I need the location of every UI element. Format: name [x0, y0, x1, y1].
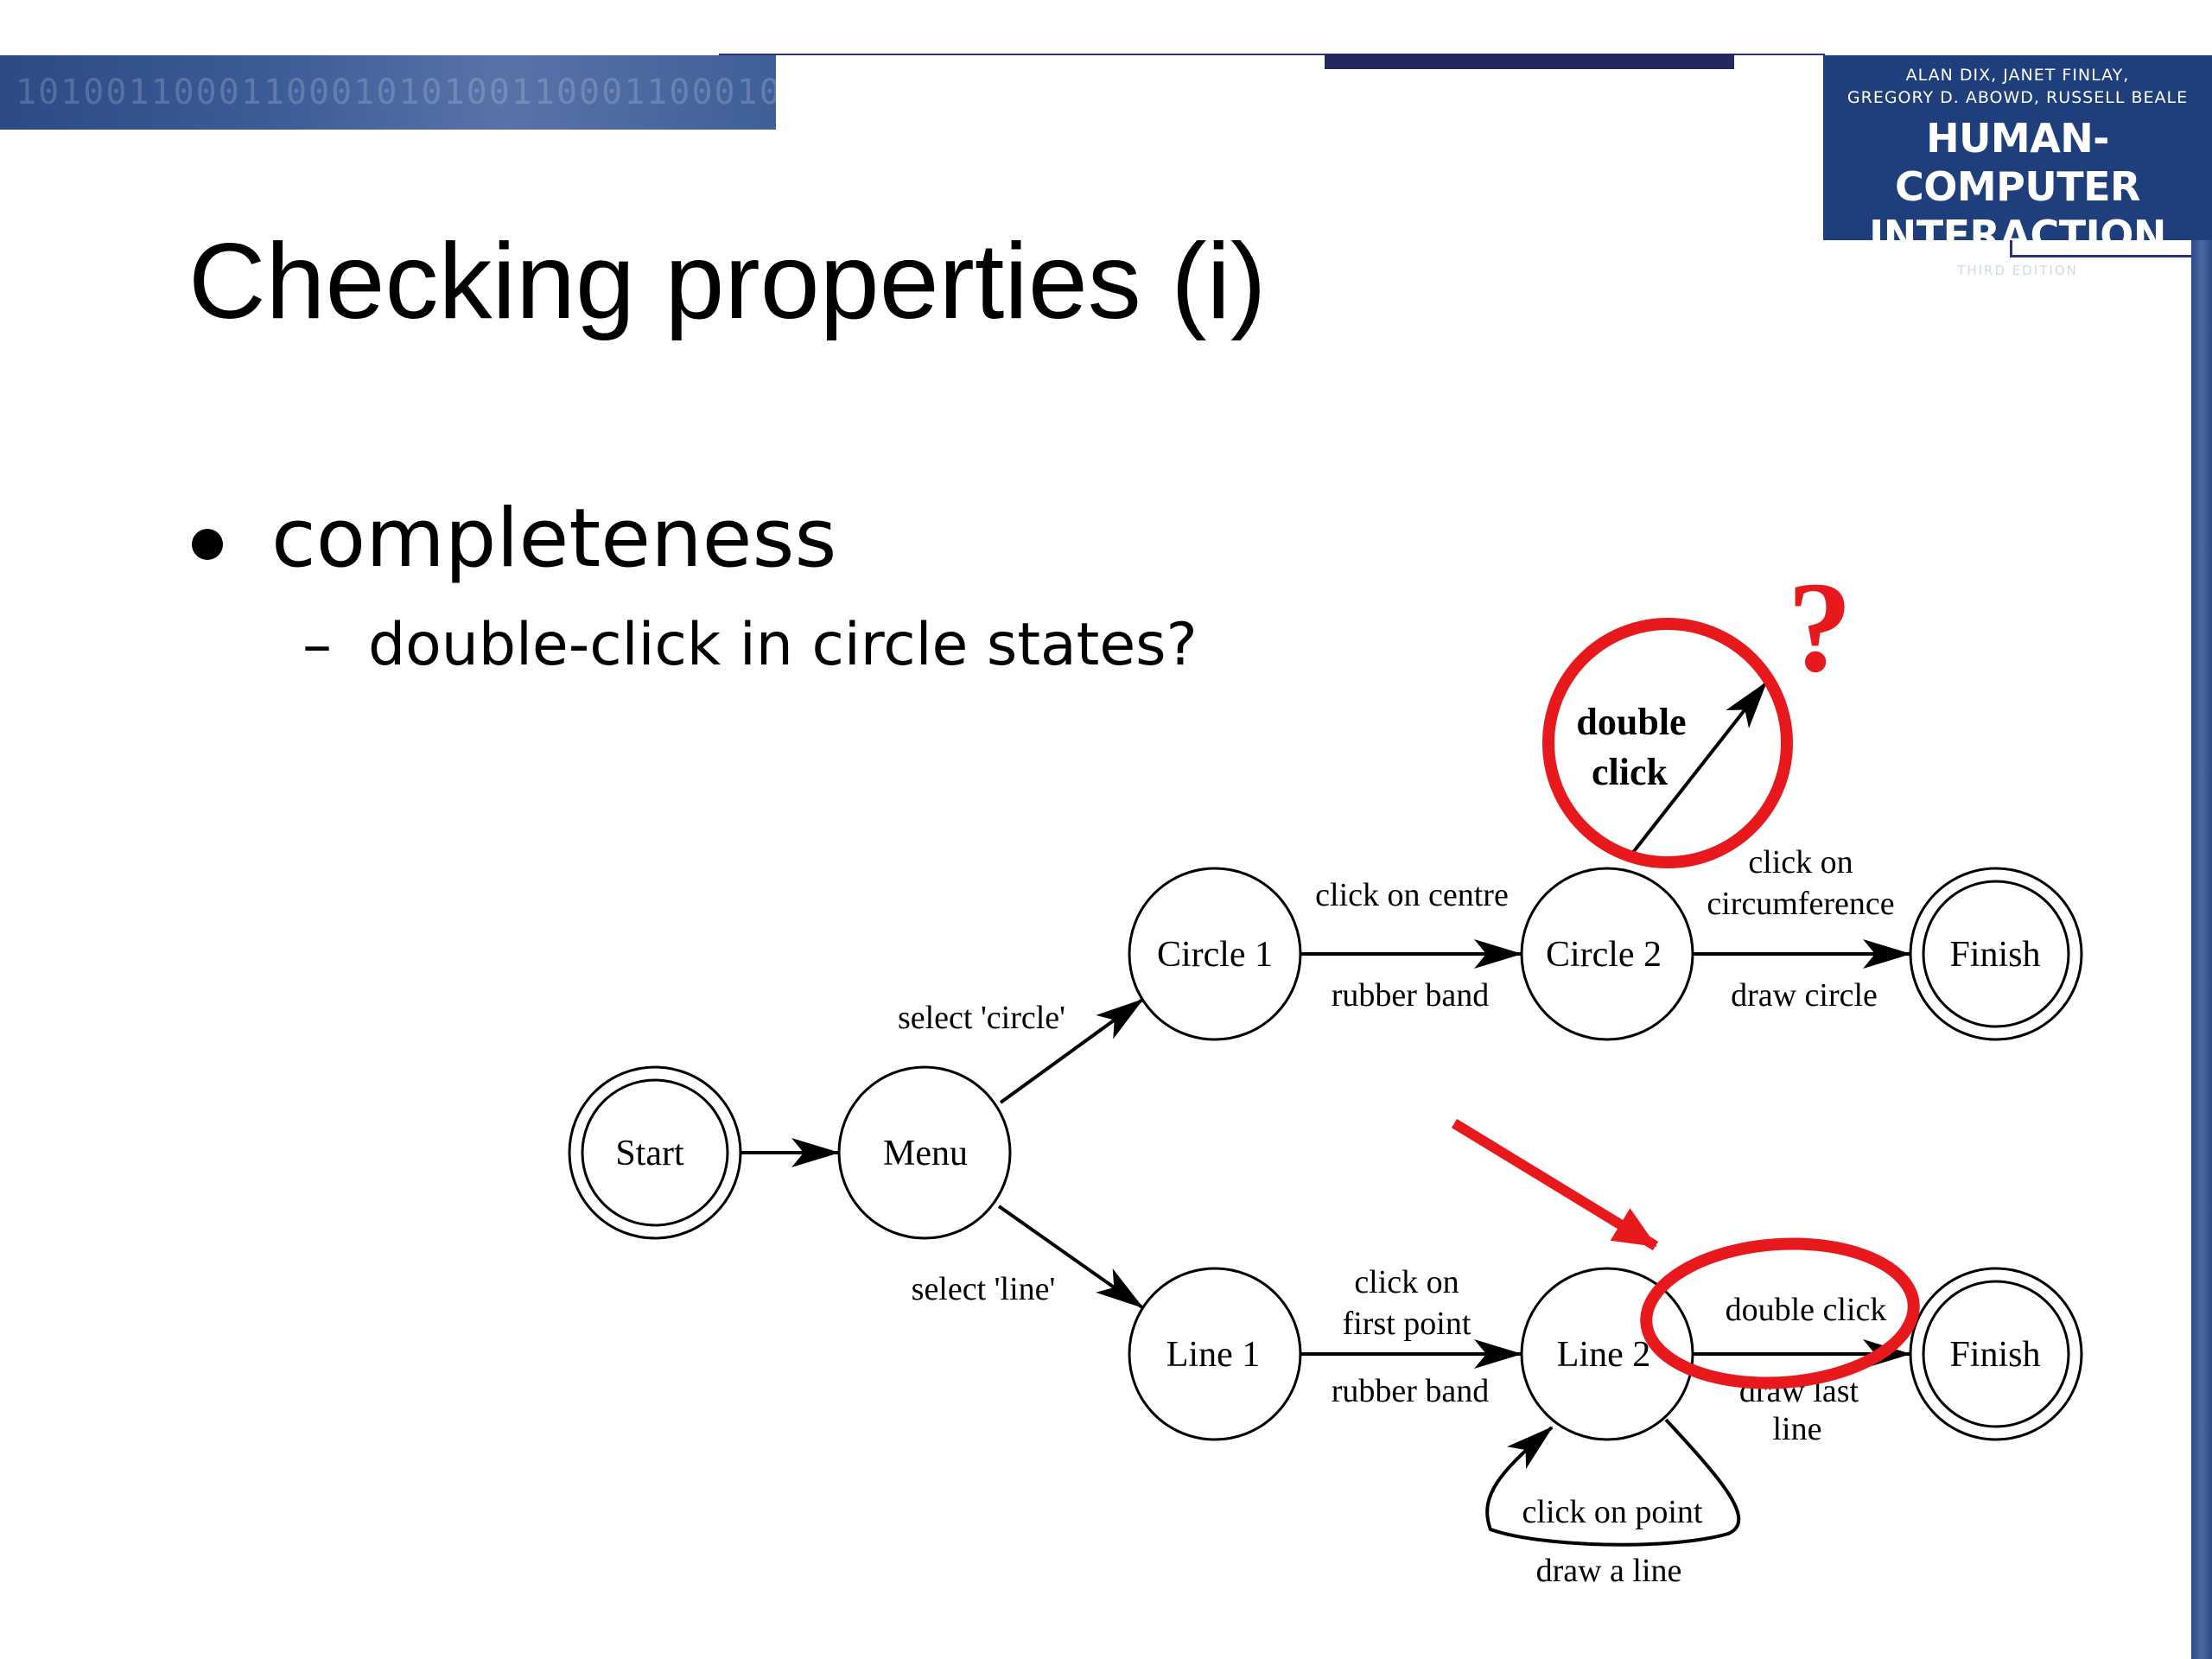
book-authors-line2: GREGORY D. ABOWD, RUSSELL BEALE	[1847, 88, 2189, 107]
state-line1-label: Line 1	[1166, 1335, 1260, 1375]
label-rubber-band-top: rubber band	[1332, 977, 1490, 1014]
book-title-line1: HUMAN-COMPUTER	[1895, 115, 2140, 210]
right-side-bar	[2191, 240, 2212, 1659]
label-click-on-centre: click on centre	[1315, 877, 1509, 913]
header-band: 10100110001100010101001100011000101010	[0, 55, 776, 130]
book-title-line2: INTERACTION	[1869, 212, 2166, 258]
book-authors-line1: ALAN DIX, JANET FINLAY,	[1905, 66, 2130, 85]
annotation-click-label: click	[1592, 751, 1669, 793]
header-rule	[719, 54, 1825, 55]
question-mark-icon: ?	[1788, 556, 1853, 699]
edge-menu-circle1	[999, 998, 1144, 1104]
label-select-circle: select 'circle'	[898, 1000, 1065, 1036]
label-line: line	[1773, 1411, 1822, 1447]
state-finish-top-label: Finish	[1949, 935, 2040, 975]
sub-bullet-dash: –	[302, 611, 332, 679]
book-authors: ALAN DIX, JANET FINLAY, GREGORY D. ABOWD…	[1823, 64, 2212, 109]
book-title: HUMAN-COMPUTER INTERACTION	[1823, 114, 2212, 259]
state-start-inner	[581, 1078, 729, 1227]
state-line2-label: Line 2	[1557, 1335, 1650, 1375]
label-rubber-band-bottom: rubber band	[1332, 1373, 1490, 1409]
label-click-on: click on	[1748, 844, 1853, 880]
state-circle2	[1520, 867, 1694, 1041]
highlight-ellipse-double-click	[1640, 1237, 1920, 1389]
sub-bullet-text: double-click in circle states?	[368, 611, 1198, 679]
label-select-line: select 'line'	[912, 1271, 1056, 1307]
label-double-click: double click	[1726, 1292, 1887, 1328]
bullet-completeness: completeness	[271, 492, 837, 586]
state-menu-label: Menu	[883, 1134, 968, 1173]
edge-menu-line1	[997, 1205, 1144, 1309]
annotation-double-label: double	[1576, 701, 1686, 743]
label-click-on-2: click on	[1354, 1264, 1459, 1300]
label-click-on-point: click on point	[1522, 1494, 1703, 1530]
book-edition: THIRD EDITION	[1957, 263, 2078, 278]
book-cover-logo: ALAN DIX, JANET FINLAY, GREGORY D. ABOWD…	[1823, 55, 2212, 278]
edge-circle2-double-click	[1626, 681, 1768, 861]
state-finish-bottom-inner	[1922, 1280, 2070, 1428]
label-circumference: circumference	[1707, 886, 1894, 922]
state-circle1-label: Circle 1	[1157, 935, 1273, 975]
label-draw-a-line: draw a line	[1536, 1553, 1682, 1589]
label-draw-circle: draw circle	[1731, 977, 1878, 1014]
state-start-label: Start	[615, 1134, 684, 1173]
state-circle2-label: Circle 2	[1546, 935, 1662, 975]
slide-title: Checking properties (i)	[188, 222, 1267, 341]
red-pointer-arrow	[1451, 1118, 1659, 1251]
header-binary-pattern: 10100110001100010101001100011000101010	[16, 73, 776, 112]
label-first-point: first point	[1343, 1306, 1471, 1342]
state-menu	[837, 1065, 1012, 1240]
bullet-dot-icon	[192, 529, 223, 560]
state-finish-top-inner	[1922, 880, 2070, 1028]
state-circle1	[1128, 867, 1302, 1041]
state-line1	[1128, 1267, 1302, 1441]
highlight-circle-double-click	[1542, 618, 1793, 868]
edge-line2-self-loop	[1485, 1418, 1741, 1547]
header-dark-bar	[1325, 54, 1734, 69]
cover-outline	[2010, 240, 2212, 257]
state-finish-bottom-label: Finish	[1949, 1335, 2040, 1375]
